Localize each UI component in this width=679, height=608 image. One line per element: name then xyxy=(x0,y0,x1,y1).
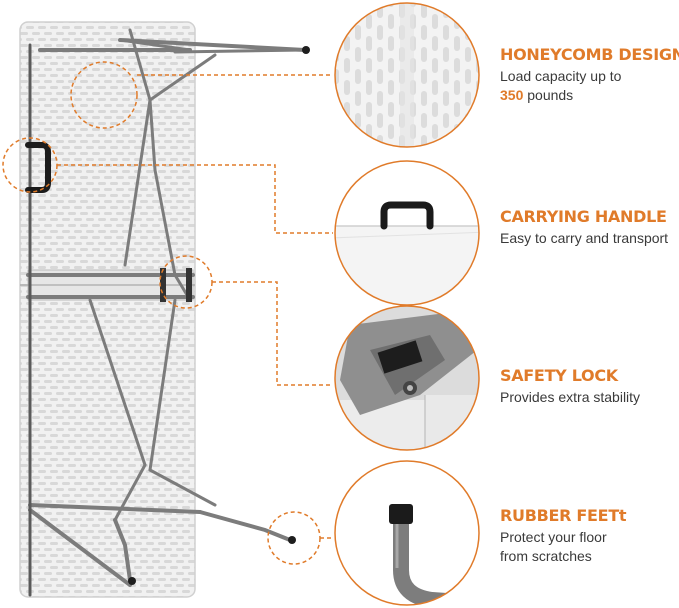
feature-rubber-feet: RUBBER FEETt Protect your floor from scr… xyxy=(500,506,675,566)
feature-title: HONEYCOMB DESIGN xyxy=(500,45,679,64)
feature-title: CARRYING HANDLE xyxy=(500,207,667,226)
feature-description-line: Protect your floor xyxy=(500,529,607,545)
feature-description: Easy to carry and transport xyxy=(500,229,675,248)
table-frame xyxy=(26,28,307,597)
callout-connectors xyxy=(57,74,333,539)
handle-icon xyxy=(25,142,51,193)
feature-description-line: Provides extra stability xyxy=(500,389,641,405)
feature-title: RUBBER FEETt xyxy=(500,506,627,525)
feature-description-text: Load capacity up to xyxy=(500,68,622,84)
feature-description: Load capacity up to 350 pounds xyxy=(500,67,675,105)
feature-description: Protect your floor from scratches xyxy=(500,528,675,566)
detail-handle xyxy=(334,160,480,306)
load-capacity-unit: pounds xyxy=(527,87,574,103)
feature-honeycomb: HONEYCOMB DESIGN Load capacity up to 350… xyxy=(500,45,679,105)
detail-rubber-feet xyxy=(334,460,480,606)
feature-description-line: from scratches xyxy=(500,548,592,564)
detail-safety-lock xyxy=(334,305,480,451)
load-capacity-value: 350 xyxy=(500,87,524,103)
feature-safety-lock: SAFETY LOCK Provides extra stability xyxy=(500,366,675,407)
lock-brackets xyxy=(160,268,192,302)
detail-honeycomb xyxy=(334,2,480,148)
rubber-feet xyxy=(128,46,310,585)
feature-carrying-handle: CARRYING HANDLE Easy to carry and transp… xyxy=(500,207,675,248)
feature-description: Provides extra stability xyxy=(500,388,675,407)
feature-description-line: Easy to carry and transport xyxy=(500,230,669,246)
feature-title: SAFETY LOCK xyxy=(500,366,618,385)
